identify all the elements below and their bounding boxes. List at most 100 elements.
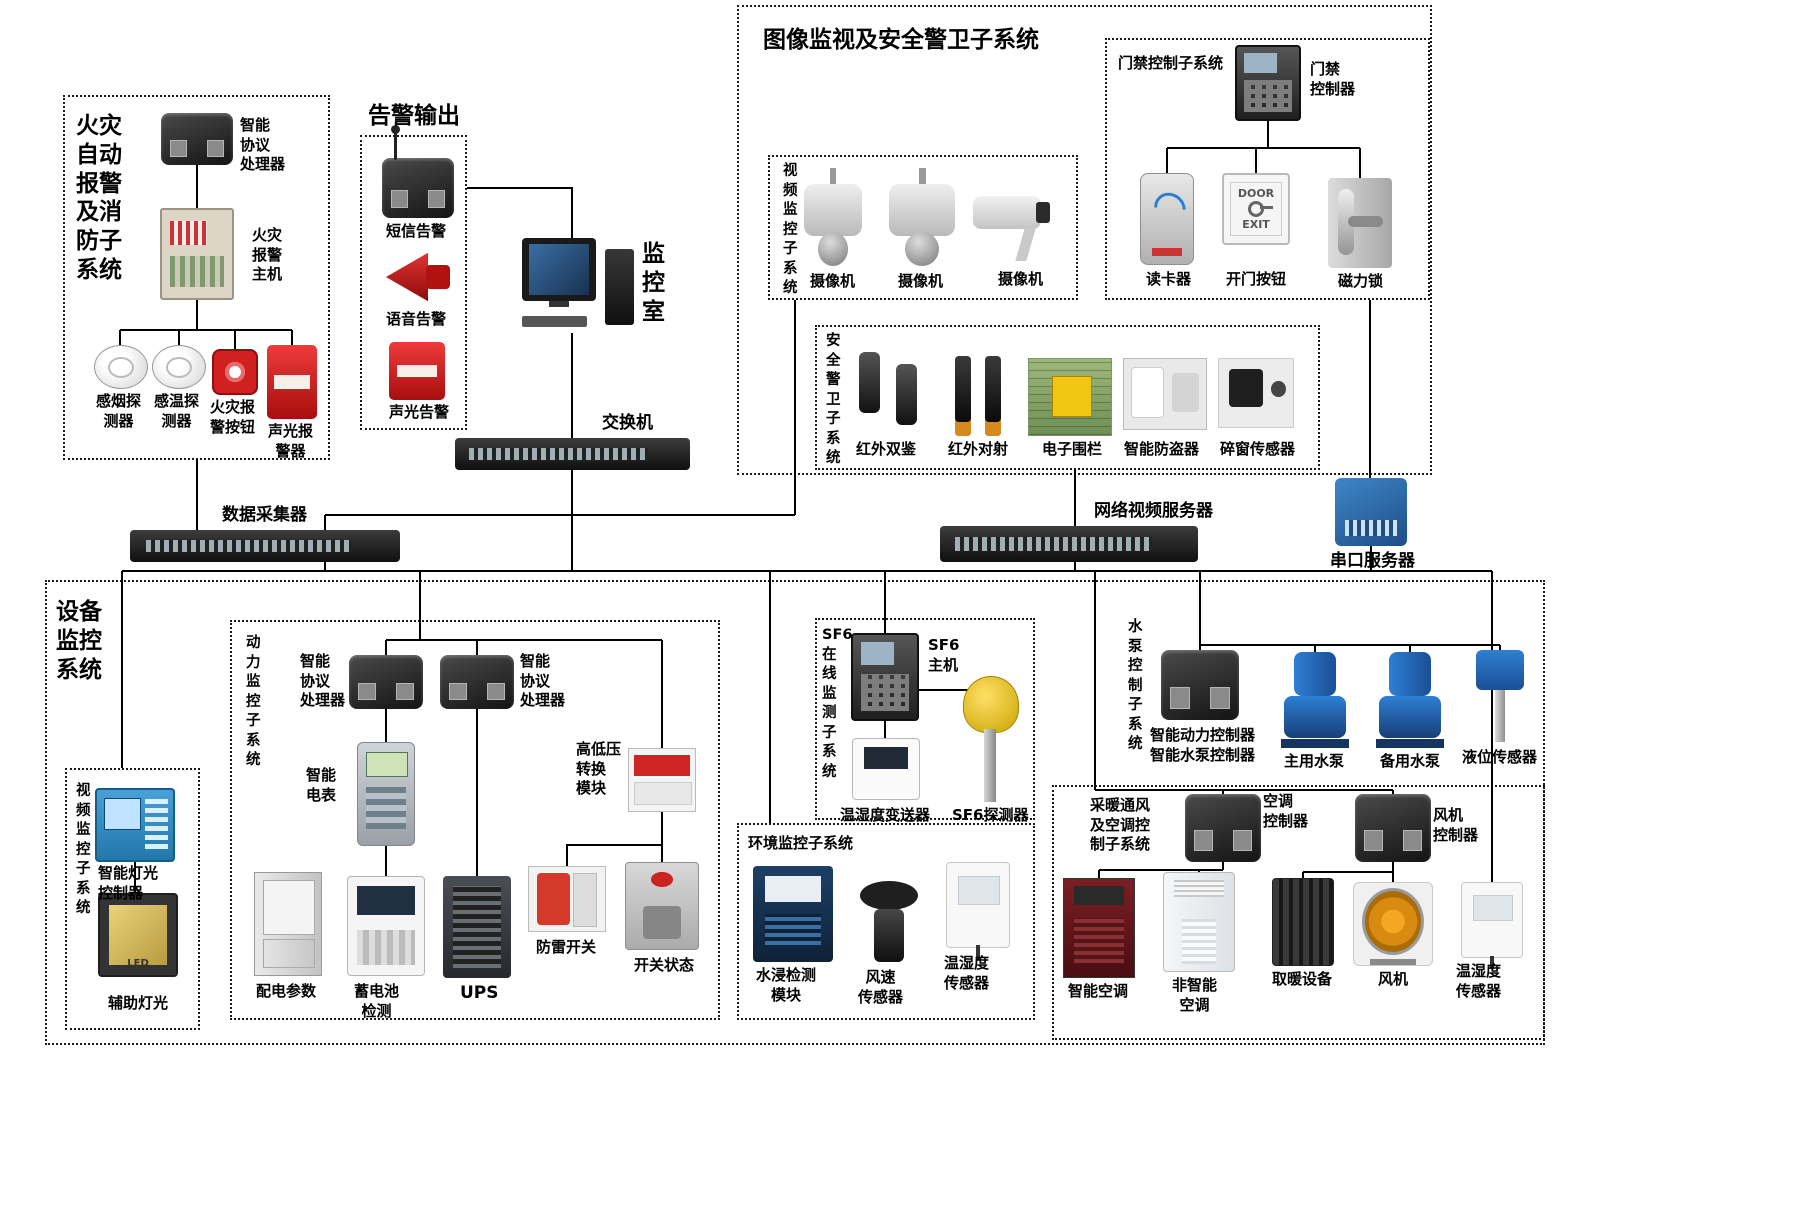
door-button-plate: DOOR EXIT [1230, 181, 1282, 237]
fan-label: 风机 [1378, 970, 1409, 988]
serial-server-label: 串口服务器 [1330, 551, 1415, 571]
camera-1-label: 摄像机 [810, 272, 856, 290]
main-pump-label: 主用水泵 [1284, 752, 1345, 770]
sms-alarm-device [382, 125, 454, 218]
light-controller-label: 智能灯光 控制器 [98, 864, 159, 902]
fire-alarm-button-label: 火灾报 警按钮 [210, 398, 256, 436]
camera-body-icon [973, 195, 1042, 230]
device-monitor-title: 设备 监控 系统 [56, 599, 102, 683]
camera-1-device [798, 168, 868, 268]
burglar-alarm-device [1123, 358, 1207, 430]
lightning-switch-device [528, 866, 606, 932]
plain-ac-label: 非智能 空调 [1172, 976, 1218, 1014]
plain-ac-device [1163, 872, 1235, 972]
fire-strobe-label: 声光报 警器 [268, 422, 314, 460]
power-processor-right-device [440, 655, 514, 709]
fire-system-label: 火灾 自动 报警 及消 防子 系统 [76, 113, 122, 283]
monitor-room-computer-device [522, 238, 634, 333]
keyboard-icon [522, 315, 587, 328]
wind-cup-icon [860, 881, 918, 911]
pump-motor-icon [1294, 652, 1336, 697]
infrared-beam-device [948, 356, 1008, 436]
env-monitor-label: 环境监控子系统 [748, 834, 854, 852]
fire-strobe-device [267, 345, 317, 419]
power-processor-right-label: 智能 协议 处理器 [520, 652, 566, 709]
backup-pump-label: 备用水泵 [1380, 752, 1441, 770]
fire-alarm-button-device [212, 349, 258, 395]
smart-ac-device [1063, 878, 1135, 978]
level-sensor-rod-icon [1494, 690, 1506, 742]
sf6-detector-head-icon [963, 676, 1019, 734]
monitor-icon [522, 238, 596, 301]
backup-pump-device [1373, 652, 1447, 748]
th-transmitter-device [852, 738, 920, 800]
battery-detect-label: 蓄电池 检测 [354, 982, 400, 1020]
camera-2-device [883, 168, 961, 268]
voice-alarm-device [386, 248, 450, 306]
hv-lv-module-device [628, 748, 696, 812]
ac-controller-device [1185, 794, 1261, 862]
window-break-sensor-device [1218, 358, 1294, 428]
camera-3-device [973, 185, 1063, 261]
antenna-icon [391, 125, 400, 160]
access-control-label: 门禁控制子系统 [1118, 54, 1224, 72]
door-button-text-top: DOOR [1237, 186, 1275, 200]
sf6-host-device [851, 633, 919, 721]
window-break-sensor-label: 碎窗传感器 [1220, 440, 1296, 458]
surveillance-title: 图像监视及安全警卫子系统 [763, 27, 1039, 53]
pump-control-label: 水 泵 控 制 子 系 统 [1128, 619, 1143, 753]
ac-controller-label: 空调 控制器 [1263, 792, 1309, 830]
sf6-detector-stem-icon [983, 728, 997, 802]
lightning-switch-label: 防雷开关 [536, 938, 597, 956]
smart-meter-device [357, 742, 415, 846]
sf6-host-screen-icon [860, 641, 894, 666]
breaker-device [625, 862, 699, 950]
door-open-button-device: DOOR EXIT [1222, 173, 1290, 245]
video-light-label: 视 频 监 控 子 系 统 [76, 783, 91, 917]
sf6-detector-device [958, 676, 1022, 802]
infrared-dual-label: 红外双鉴 [856, 440, 917, 458]
door-button-text-bottom: EXIT [1242, 218, 1270, 232]
magnetic-lock-label: 磁力锁 [1338, 272, 1384, 290]
sound-light-alarm-device [389, 342, 445, 400]
network-video-server-device [940, 526, 1198, 562]
level-sensor-label: 液位传感器 [1462, 748, 1538, 766]
serial-server-device [1335, 478, 1407, 546]
monitor-stand-icon [548, 300, 570, 308]
fire-alarm-host-device [160, 208, 234, 300]
access-controller-device [1235, 45, 1301, 121]
power-processor-left-label: 智能 协议 处理器 [300, 652, 346, 709]
wind-sensor-label: 风速 传感器 [858, 968, 904, 1006]
water-detect-label: 水浸检测 模块 [756, 966, 817, 1004]
sf6-detector-label: SF6探测器 [952, 806, 1029, 824]
wind-sensor-device [851, 876, 927, 962]
pump-controller-label: 智能动力控制器 智能水泵控制器 [1150, 726, 1256, 764]
smart-meter-label: 智能 电表 [306, 766, 337, 804]
hv-lv-module-label: 高低压 转换 模块 [576, 740, 622, 797]
env-th-sensor-label: 温湿度 传感器 [944, 954, 990, 992]
hvac-th-sensor-label: 温湿度 传感器 [1456, 962, 1502, 1000]
fan-device [1353, 882, 1433, 966]
floodlight-device: LED [98, 893, 178, 977]
level-sensor-head-icon [1475, 650, 1525, 691]
th-transmitter-label: 温湿度变送器 [840, 806, 931, 824]
power-monitor-label: 动 力 监 控 子 系 统 [246, 635, 261, 769]
fan-controller-device [1355, 794, 1431, 862]
smoke-detector-label: 感烟探 测器 [96, 392, 142, 430]
heat-detector-device [152, 345, 206, 389]
sf6-host-keypad-icon [860, 673, 910, 711]
data-collector-device [130, 530, 400, 562]
fire-protocol-processor-label: 智能 协议 处理器 [240, 116, 286, 173]
smart-ac-label: 智能空调 [1068, 982, 1129, 1000]
magnetic-lock-device [1328, 178, 1392, 268]
fan-controller-label: 风机 控制器 [1433, 806, 1479, 844]
battery-detect-device [347, 876, 425, 976]
light-controller-device [95, 788, 175, 862]
electronic-fence-label: 电子围栏 [1042, 440, 1103, 458]
pump-body-icon [1378, 696, 1442, 739]
ups-label: UPS [460, 983, 499, 1003]
camera-lens-icon [1036, 201, 1051, 223]
heater-label: 取暖设备 [1272, 970, 1333, 988]
level-sensor-device [1468, 650, 1532, 742]
